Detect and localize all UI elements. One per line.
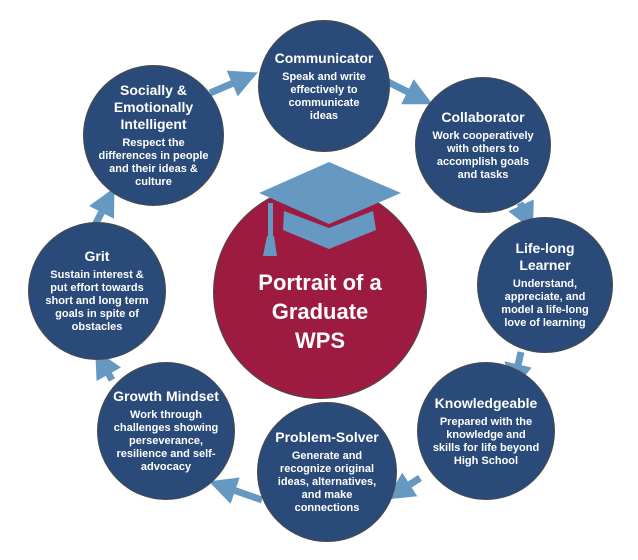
node-description: Respect the differences in people and th…: [98, 137, 209, 188]
center-title-line: Portrait of a: [258, 270, 382, 295]
node-title: Growth Mindset: [113, 388, 219, 404]
arrow-social-to-communicator: [208, 70, 258, 97]
node-description: Work through challenges showing persever…: [113, 409, 219, 473]
node-title: Problem-Solver: [275, 429, 379, 445]
node-title: Life-long Learner: [515, 240, 575, 273]
node-title: Grit: [84, 248, 110, 264]
node-description: Sustain interest & put effort towards sh…: [45, 269, 149, 333]
node-title: Knowledgeable: [434, 394, 538, 411]
node-description: Work cooperatively with others to accomp…: [432, 129, 534, 181]
arrow-problem-solver-to-growth: [208, 477, 264, 504]
arrow-collaborator-to-learner: [508, 199, 534, 231]
arrow-growth-to-grit: [95, 349, 122, 382]
node-title: Collaborator: [441, 108, 525, 125]
node-title: Socially & Emotionally Intelligent: [113, 82, 194, 132]
arrow-communicator-to-collaborator: [386, 78, 433, 105]
node-description: Understand, appreciate, and model a life…: [501, 278, 589, 329]
node-title: Communicator: [274, 49, 374, 66]
center-title-line: Graduate: [271, 299, 369, 324]
center-title: Portrait of a Graduate WPS: [213, 268, 427, 355]
node-description: Prepared with the knowledge and skills f…: [432, 415, 540, 467]
node-description: Generate and recognize original ideas, a…: [277, 450, 377, 514]
arrow-grit-to-social: [89, 187, 115, 227]
arrow-knowledgeable-to-problem-solver: [386, 472, 422, 500]
center-title-line: WPS: [294, 328, 346, 353]
node-description: Speak and write effectively to communica…: [282, 70, 366, 122]
